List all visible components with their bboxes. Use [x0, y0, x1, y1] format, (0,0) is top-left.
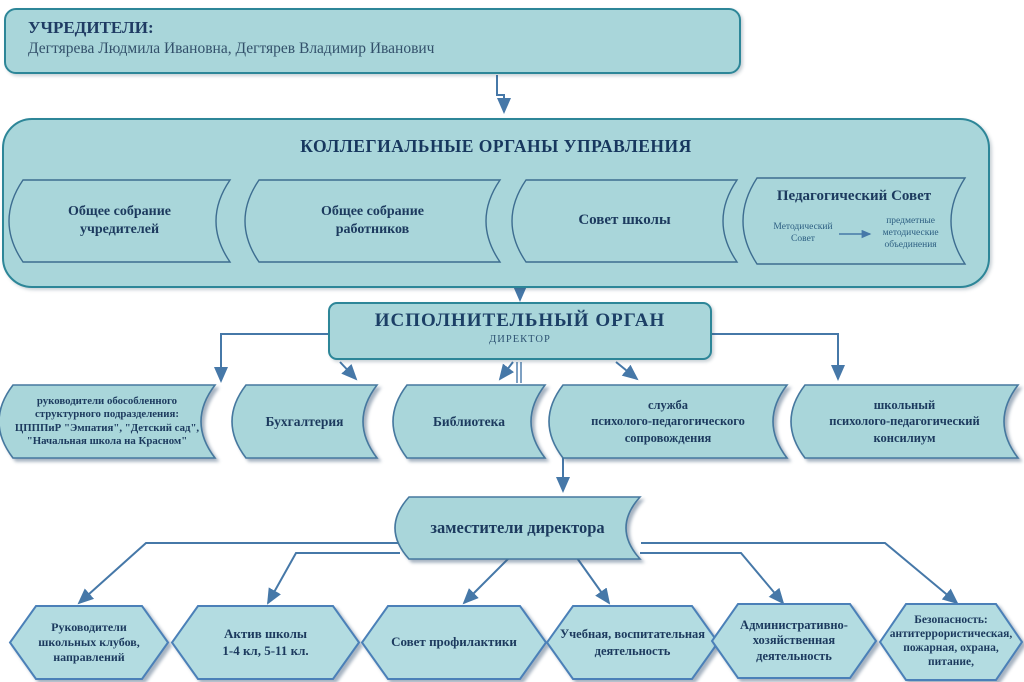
dept-label: Библиотека: [433, 413, 505, 429]
dept-psych-support-service: служба психолого-педагогического сопрово…: [548, 384, 789, 459]
area-label: Учебная, воспитательная деятельность: [559, 627, 706, 658]
dept-label: Бухгалтерия: [265, 413, 344, 429]
collegial-title: КОЛЛЕГИАЛЬНЫЕ ОРГАНЫ УПРАВЛЕНИЯ: [300, 136, 692, 156]
area-label: Совет профилактики: [391, 634, 517, 650]
area-security: Безопасность: антитеррористическая, пожа…: [878, 603, 1024, 681]
pedagogical-subrow: Методический Совет предметные методическ…: [757, 216, 955, 252]
area-educational-activity: Учебная, воспитательная деятельность: [545, 605, 720, 680]
dept-label: руководители обособленного структурного …: [14, 394, 200, 447]
body-label: Общее собрание учредителей: [68, 203, 171, 237]
deputies-label: заместители директора: [430, 518, 605, 538]
body-workers-assembly: Общее собрание работников: [244, 179, 502, 263]
area-school-active: Актив школы 1-4 кл, 5-11 кл.: [170, 605, 361, 680]
founders-names: Дегтярева Людмила Ивановна, Дегтярев Вла…: [28, 40, 435, 57]
area-label: Безопасность: антитеррористическая, пожа…: [889, 614, 1013, 668]
founders-title: УЧРЕДИТЕЛИ:: [28, 18, 154, 37]
dept-label: служба психолого-педагогического сопрово…: [591, 398, 745, 445]
director-label: ДИРЕКТОР: [489, 334, 551, 345]
dept-psych-consilium: школьный психолого-педагогический консил…: [790, 384, 1020, 459]
dept-accounting: Бухгалтерия: [231, 384, 379, 459]
dept-structural-units: руководители обособленного структурного …: [0, 384, 217, 459]
founders-box: УЧРЕДИТЕЛИ: Дегтярева Людмила Ивановна, …: [4, 8, 741, 74]
dept-label: школьный психолого-педагогический консил…: [829, 398, 980, 445]
area-club-leaders: Руководители школьных клубов, направлени…: [8, 605, 170, 680]
dept-library: Библиотека: [392, 384, 547, 459]
pedagogical-title: Педагогический Совет: [776, 188, 932, 204]
subject-associations-label: предметные методические объединения: [882, 216, 939, 250]
method-arrow-icon: [838, 229, 871, 239]
area-administrative-activity: Административно- хозяйственная деятельно…: [710, 603, 878, 679]
body-label: Совет школы: [578, 212, 671, 229]
area-prevention-council: Совет профилактики: [360, 605, 548, 680]
area-label: Актив школы 1-4 кл, 5-11 кл.: [222, 625, 309, 658]
body-school-council: Совет школы: [511, 179, 739, 263]
deputies-shape: заместители директора: [394, 496, 642, 560]
body-label: Общее собрание работников: [321, 203, 424, 237]
body-pedagogical-council: Педагогический Совет Методический Совет …: [742, 177, 967, 265]
executive-box: ИСПОЛНИТЕЛЬНЫЙ ОРГАН ДИРЕКТОР: [328, 302, 712, 360]
area-label: Руководители школьных клубов, направлени…: [38, 620, 140, 664]
area-label: Административно- хозяйственная деятельно…: [740, 617, 848, 663]
executive-title: ИСПОЛНИТЕЛЬНЫЙ ОРГАН: [374, 310, 666, 331]
body-founders-assembly: Общее собрание учредителей: [8, 179, 232, 263]
methodical-council-label: Методический Совет: [773, 221, 833, 244]
